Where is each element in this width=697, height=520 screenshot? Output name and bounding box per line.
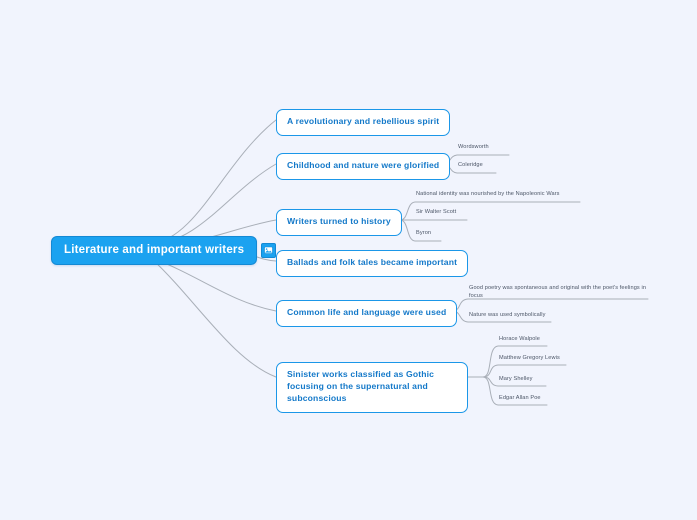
image-attachment-icon[interactable]: [261, 243, 277, 258]
leaf-node-wordsworth[interactable]: Wordsworth: [458, 144, 489, 150]
edge-root-to-branch-5: [151, 258, 277, 378]
root-node[interactable]: Literature and important writers: [51, 236, 258, 265]
leaf-node-horace-walpole[interactable]: Horace Walpole: [499, 336, 540, 342]
leaf-node-byron[interactable]: Byron: [416, 230, 432, 236]
branch-node-common-life-language[interactable]: Common life and language were used: [276, 300, 458, 327]
leaf-node-matthew-gregory-lewis[interactable]: Matthew Gregory Lewis: [499, 355, 560, 361]
branch-node-writers-history[interactable]: Writers turned to history: [276, 209, 402, 236]
branch-node-ballads-folk-tales[interactable]: Ballads and folk tales became important: [276, 250, 469, 277]
leaf-node-mary-shelley[interactable]: Mary Shelley: [499, 376, 533, 382]
branch-node-childhood-nature[interactable]: Childhood and nature were glorified: [276, 153, 451, 180]
leaf-node-nature-used-symbolically[interactable]: Nature was used symbolically: [469, 312, 546, 318]
branch-node-revolutionary-spirit[interactable]: A revolutionary and rebellious spirit: [276, 109, 451, 136]
edge-root-to-branch-0: [151, 119, 277, 244]
leaf-node-edgar-allan-poe[interactable]: Edgar Allan Poe: [499, 395, 541, 401]
leaf-node-good-poetry-spontaneous[interactable]: Good poetry was spontaneous and original…: [469, 285, 647, 300]
edge-root-to-branch-1: [151, 163, 277, 245]
root-node-group[interactable]: Literature and important writers: [51, 236, 277, 265]
leaf-node-national-identity-napoleonic-wars[interactable]: National identity was nourished by the N…: [416, 191, 560, 197]
leaf-node-sir-walter-scott[interactable]: Sir Walter Scott: [416, 209, 457, 215]
branch-node-gothic-sinister-works[interactable]: Sinister works classified as Gothic focu…: [276, 362, 468, 413]
leaf-node-coleridge[interactable]: Coleridge: [458, 162, 483, 168]
edge-root-to-branch-4: [151, 257, 277, 312]
